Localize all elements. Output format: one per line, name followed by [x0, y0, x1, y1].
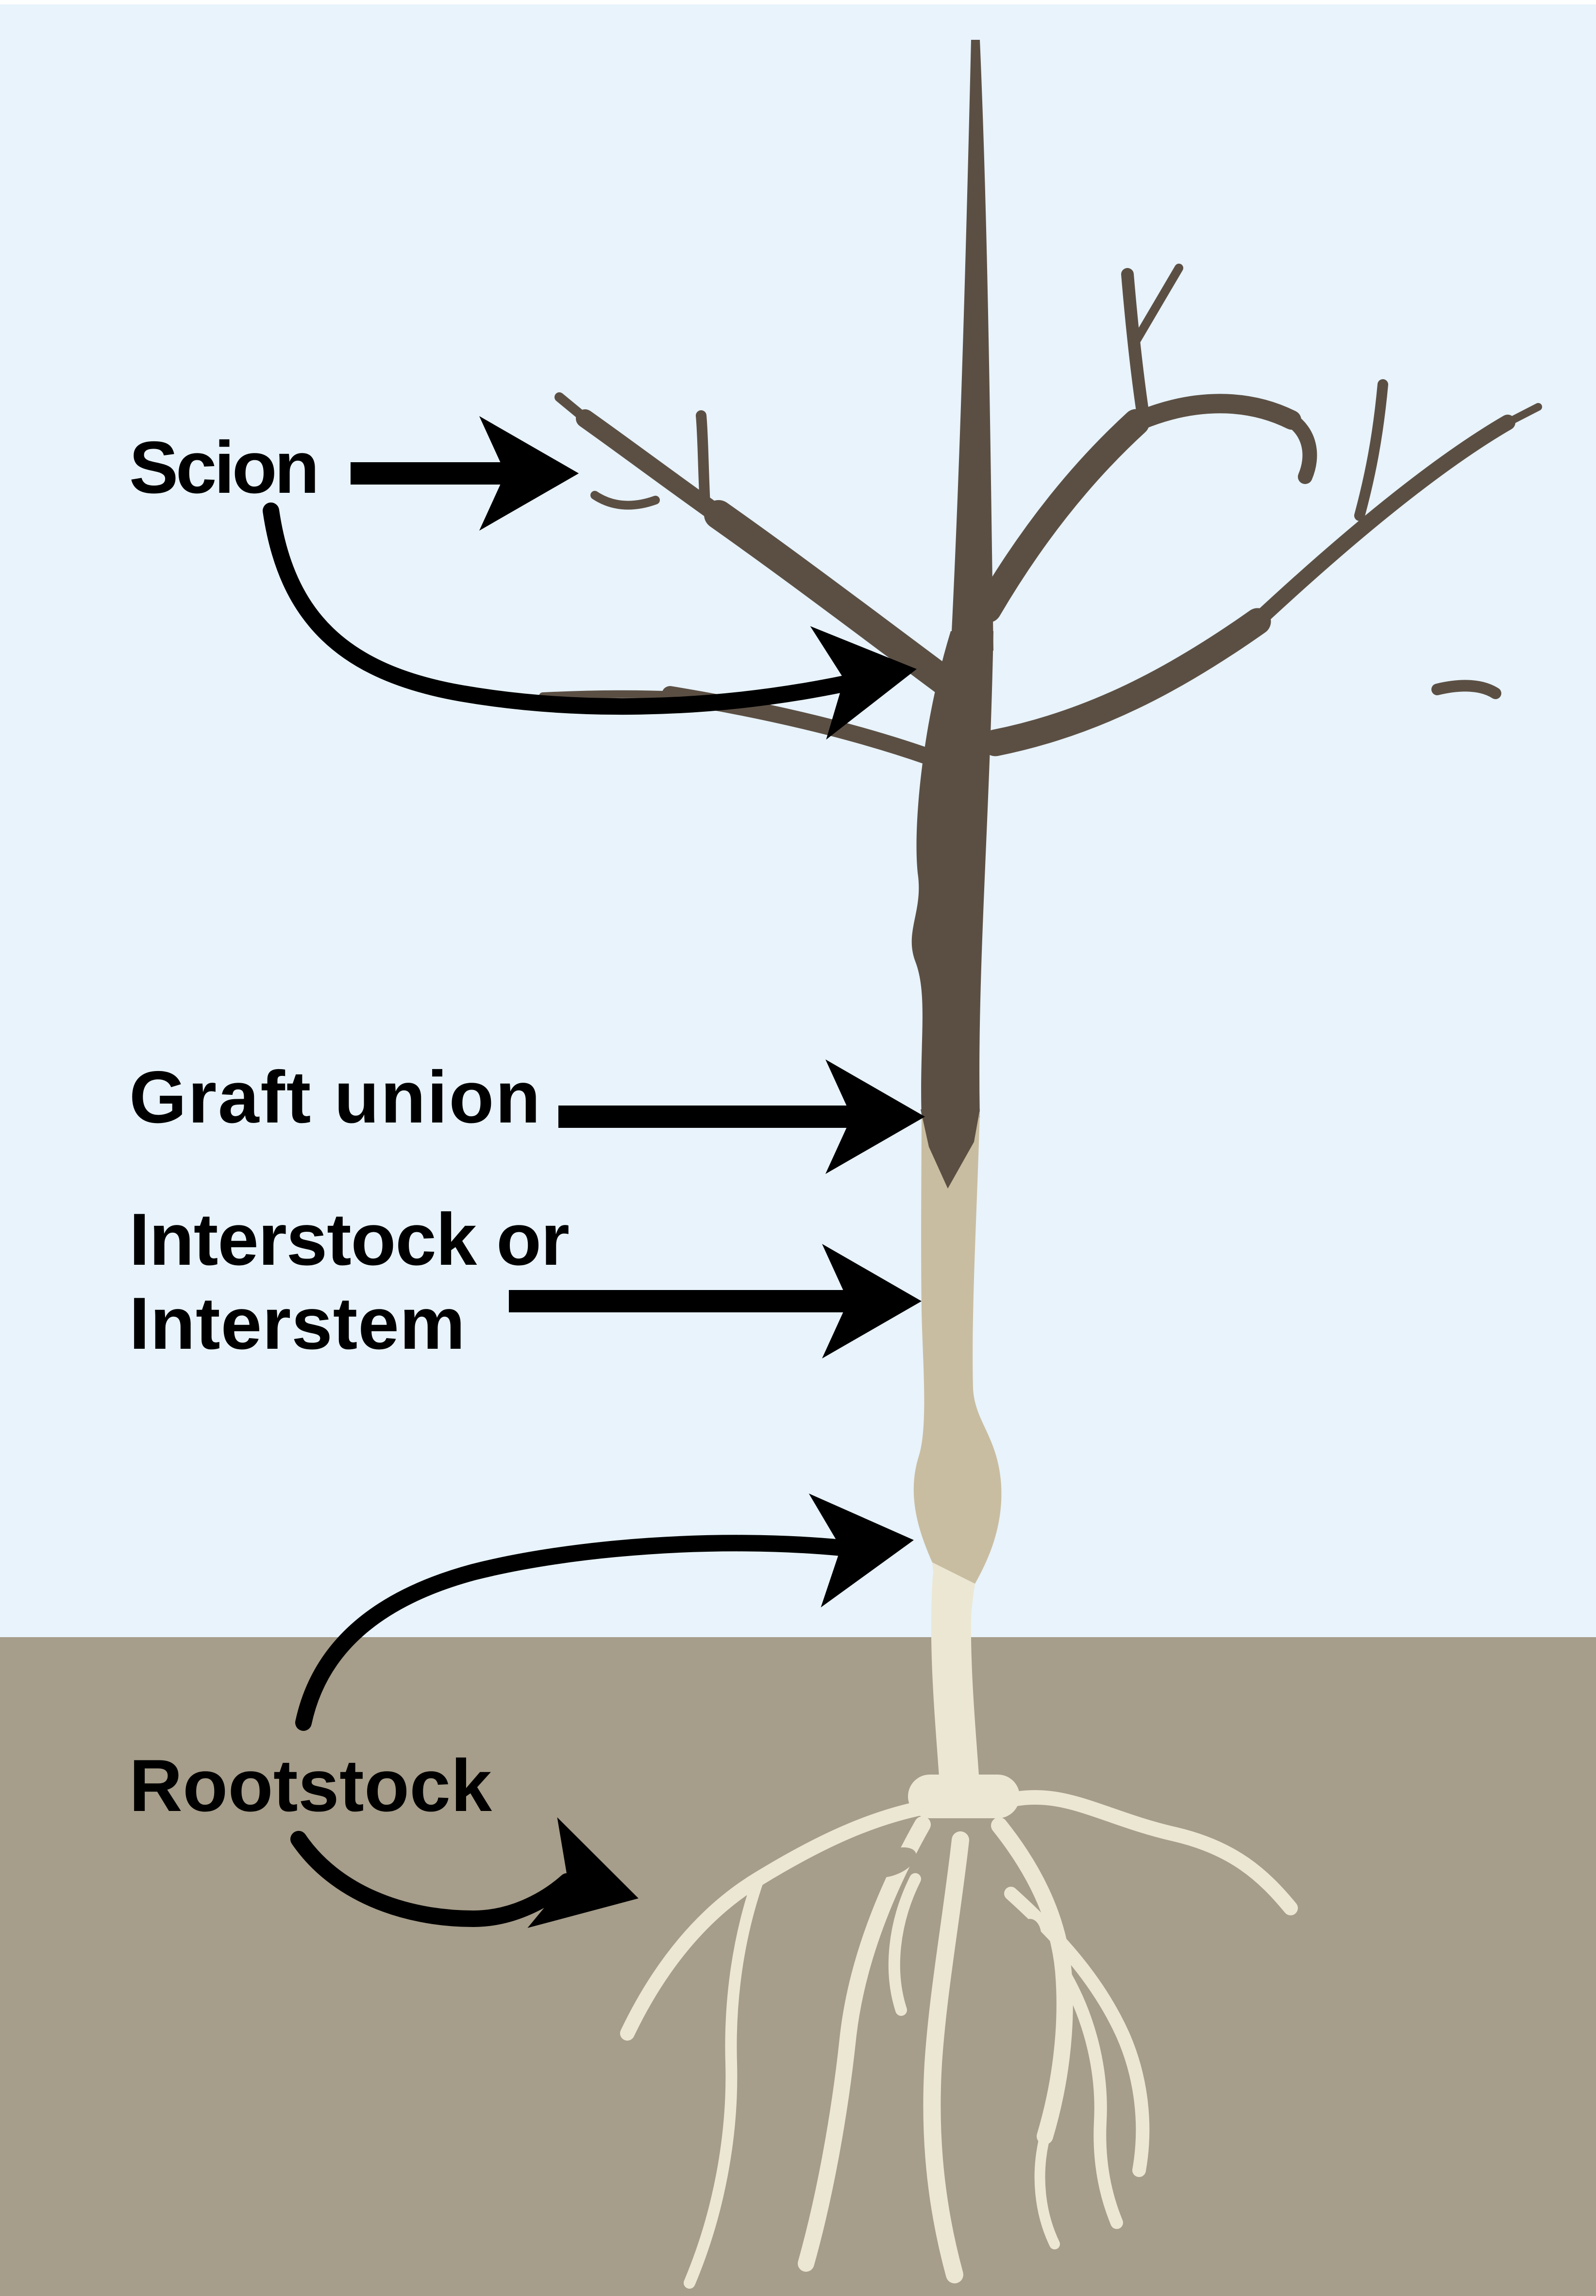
root-hole — [1015, 1919, 1042, 1956]
root-strand — [1034, 2131, 1060, 2249]
lower-right-stub — [1431, 680, 1501, 699]
rootstock-upper-stem — [932, 1562, 978, 1801]
left-branch-tip — [554, 392, 595, 427]
left-branch — [704, 500, 974, 706]
upper-right-branch — [974, 409, 1150, 623]
arrow-shaft — [509, 1290, 849, 1312]
central-leader-branch — [951, 40, 993, 651]
interstock-arrow — [509, 1244, 922, 1358]
arrow-curve — [263, 503, 853, 715]
arrow-curve — [295, 1535, 850, 1731]
root-strand — [684, 1873, 764, 2289]
scion-curved-arrow — [263, 503, 917, 740]
rootstock-label: Rootstock — [129, 1744, 492, 1827]
labels: Scion Graft union Interstock or Interste… — [129, 426, 570, 1827]
graft-union-joint — [921, 1109, 980, 1189]
graft-union-label: Graft union — [129, 1056, 539, 1139]
root-strand — [923, 1831, 969, 2283]
root-strand — [798, 1816, 931, 2272]
lower-left-branch-tip — [539, 690, 679, 700]
soil-background — [0, 1637, 1596, 2296]
top-white-strip — [0, 0, 1596, 4]
rootstock-roots — [620, 1558, 1298, 2289]
graft-union-arrow — [558, 1059, 925, 1174]
upper-right-cut-end — [1282, 411, 1317, 484]
root-strand — [888, 1873, 921, 2016]
arrowhead — [808, 1493, 914, 1608]
arrowhead — [527, 1817, 638, 1928]
interstem-segment — [913, 1112, 1002, 1584]
root-strand — [1057, 1966, 1123, 2229]
rootstock-lower-arrow — [290, 1817, 638, 1928]
scion-branches — [539, 264, 1542, 768]
sky-background — [0, 0, 1596, 1637]
rootstock-upper-arrow — [295, 1493, 914, 1731]
scion-straight-arrow — [351, 416, 579, 531]
scion-label: Scion — [129, 426, 319, 509]
arrow-curve — [290, 1831, 575, 1927]
root-hole — [868, 1847, 917, 1877]
root-loop-holes — [868, 1847, 1042, 1956]
left-branch-spur — [696, 410, 710, 510]
root-strand — [1004, 1887, 1150, 2177]
interstock-label-line1: Interstock or — [129, 1198, 569, 1281]
interstock-label-line2: Interstem — [129, 1282, 464, 1365]
left-branch-stub — [590, 491, 660, 510]
arrowhead — [479, 416, 579, 531]
root-strand — [988, 1790, 1298, 1915]
lower-right-branch — [1245, 415, 1515, 633]
lower-right-spur — [1354, 379, 1388, 521]
lower-right-branch-tip — [1501, 403, 1542, 428]
arrowhead — [810, 626, 917, 740]
root-hole — [966, 1867, 1003, 1893]
arrow-shaft — [558, 1106, 855, 1128]
upper-right-fork-spur — [1131, 264, 1183, 347]
arrows — [263, 416, 925, 1928]
arrowhead — [822, 1244, 922, 1358]
arrowhead — [825, 1059, 925, 1174]
upper-right-fork-right — [1131, 394, 1301, 430]
arrow-shaft — [351, 462, 508, 485]
lower-right-branch — [982, 608, 1271, 756]
